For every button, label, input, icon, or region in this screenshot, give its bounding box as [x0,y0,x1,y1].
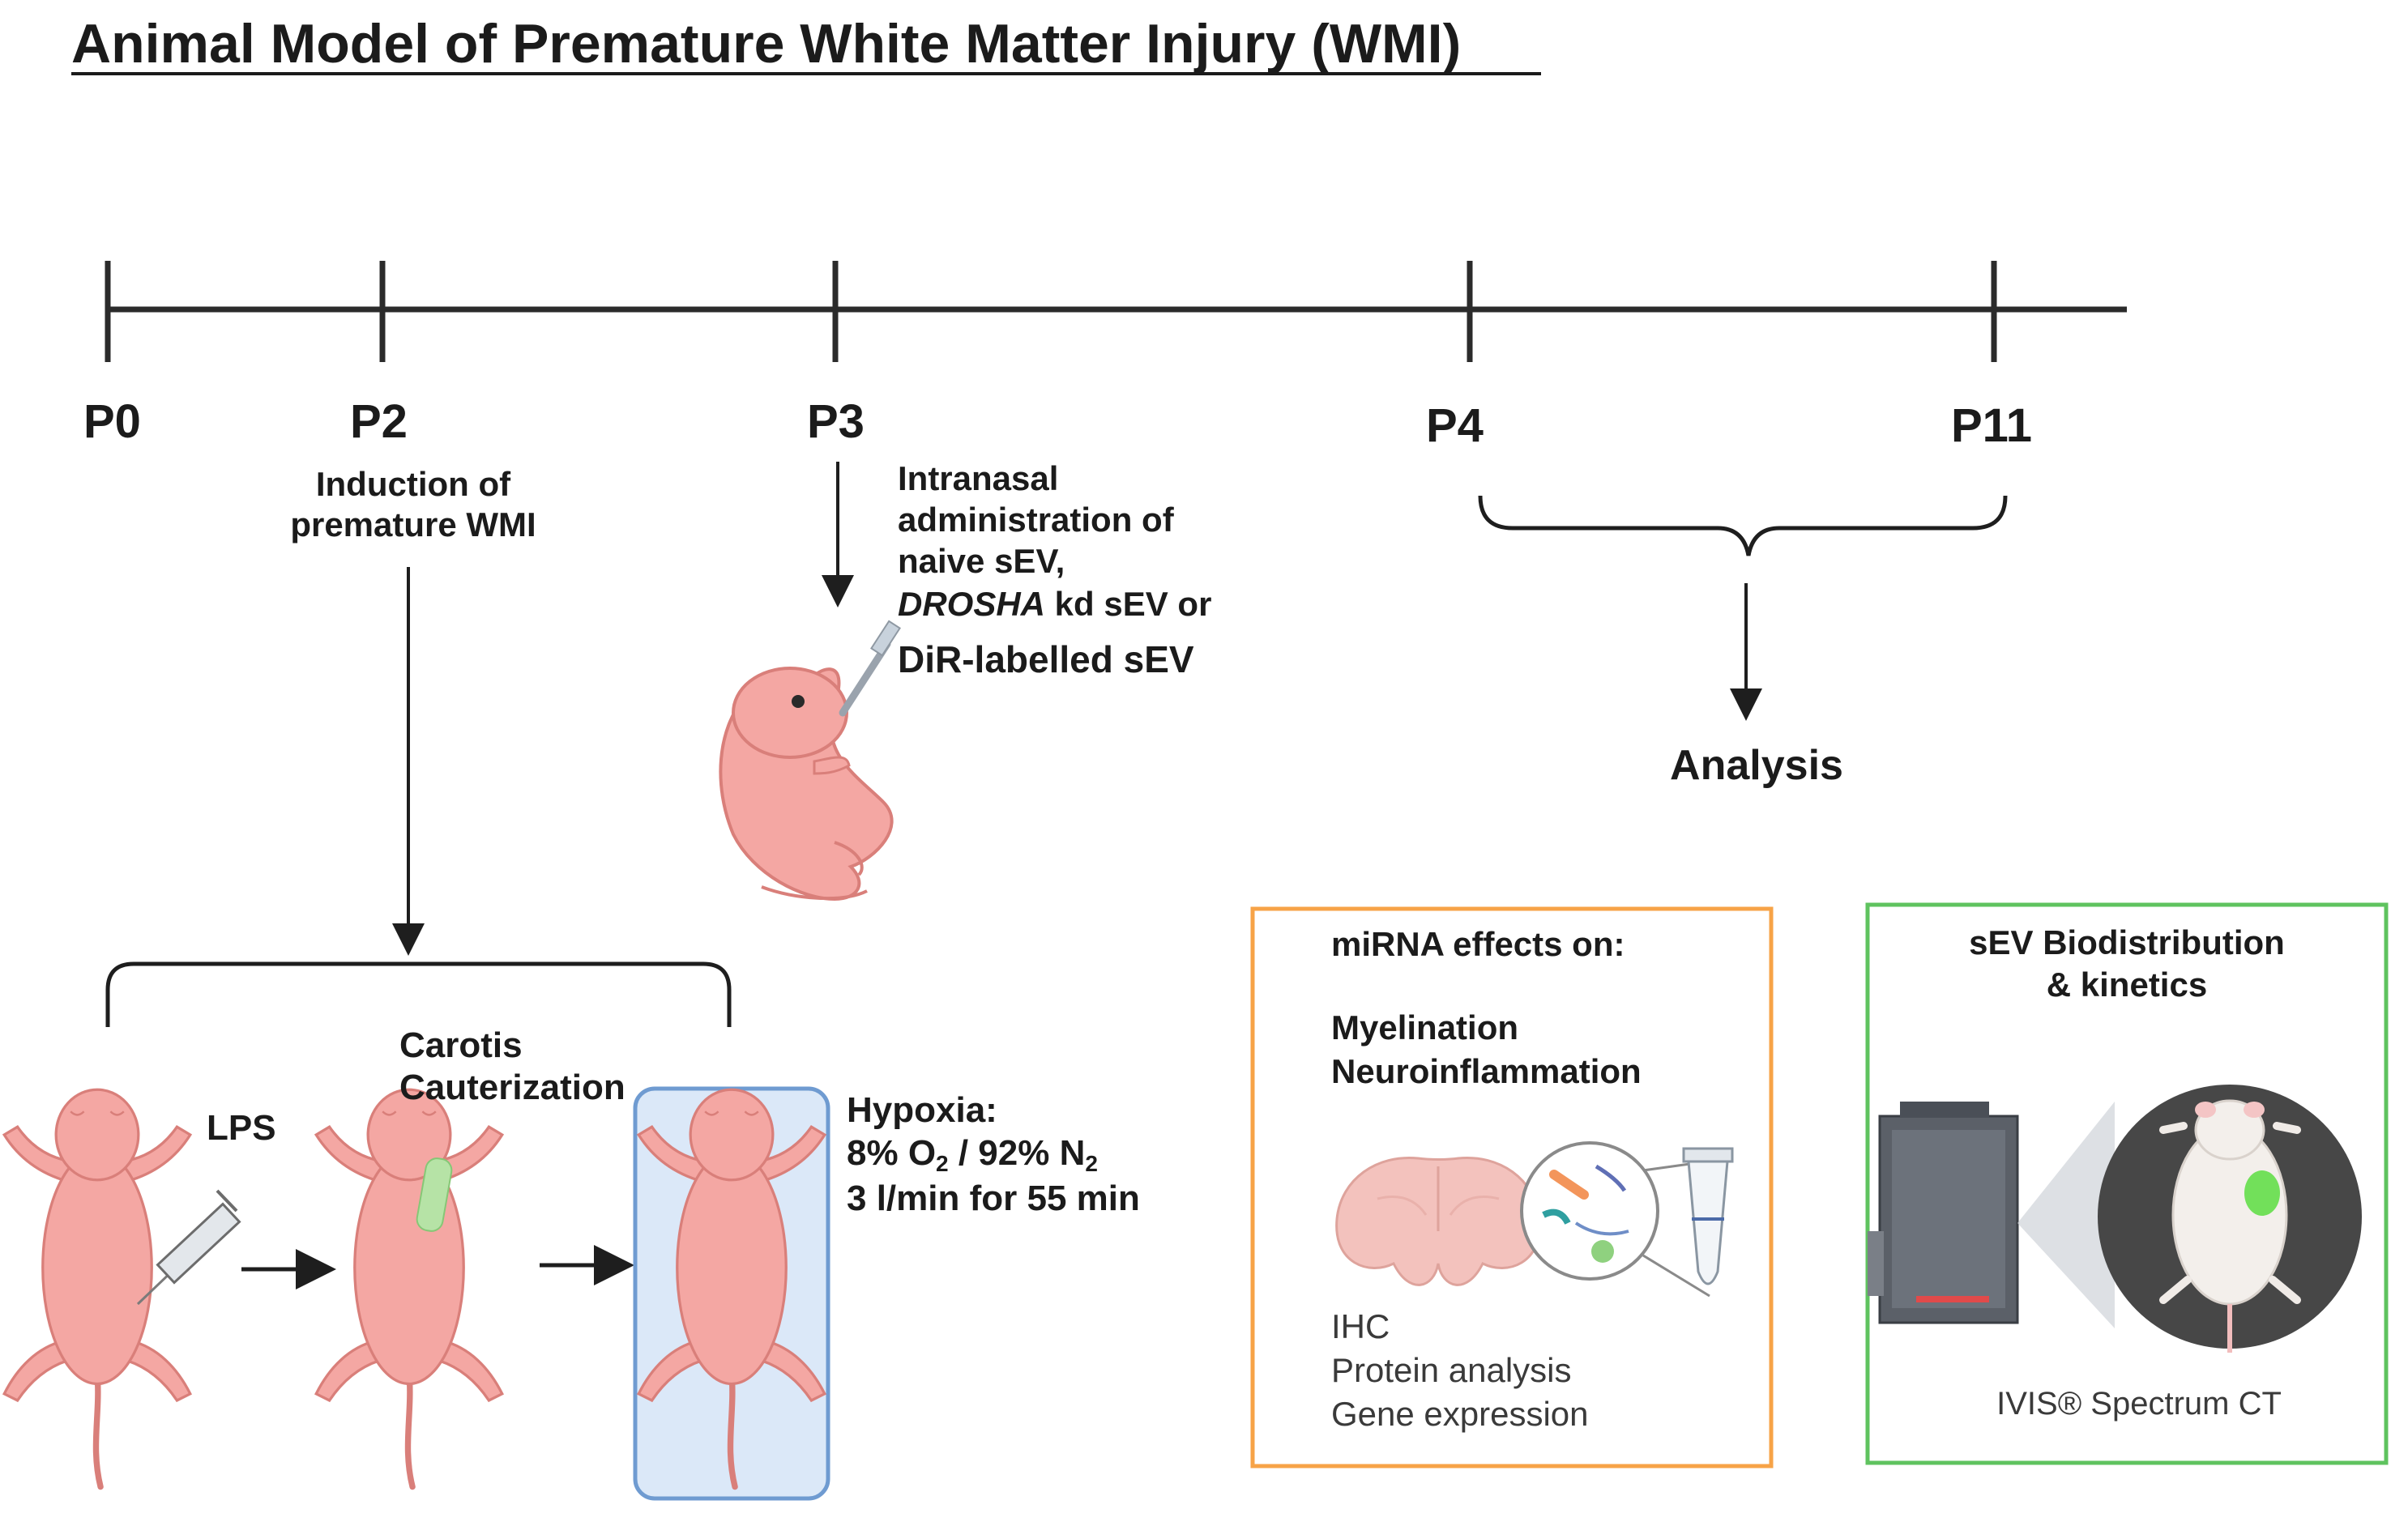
timeline-label-p2: P2 [350,395,408,448]
mirna-effect-myelination: Myelination [1331,1008,1518,1046]
hypoxia-o2-sub: 2 [936,1151,949,1176]
p3-note-line4: DROSHA kd sEV or [898,585,1211,623]
timeline-label-p4: P4 [1426,399,1484,452]
p3-note: Intranasal administration of naive sEV, … [898,459,1211,680]
p3-note-line2: administration of [898,501,1175,539]
brain-section-icon [1335,1156,1541,1286]
carotis-label-line2: Cauterization [399,1068,625,1107]
magnified-mirna-icon [1520,1141,1710,1298]
timeline-label-p11: P11 [1951,399,2032,452]
sev-heading-line2: & kinetics [2047,965,2207,1004]
mirna-box: miRNA effects on: Myelination Neuroinfla… [1250,906,1774,1468]
imaged-mouse-icon [2159,1099,2301,1353]
intranasal-pup-illustration [719,620,901,902]
page-title: Animal Model of Premature White Matter I… [71,13,1461,75]
ivis-imager-icon [1868,1102,2019,1324]
mirna-heading: miRNA effects on: [1331,925,1625,963]
mirna-method-ihc: IHC [1331,1307,1390,1345]
carotis-label-line1: Carotis [399,1025,523,1065]
hypoxia-n2: / 92% N [949,1133,1086,1173]
carotis-pup-illustration [316,1089,502,1486]
sev-box: sEV Biodistribution & kinetics IVIS® Spe… [1865,902,2389,1465]
timeline-label-p0: P0 [83,395,141,448]
hypoxia-o2: 8% O [847,1133,936,1173]
p3-note-line4-rest: kd sEV or [1045,585,1211,623]
hypoxia-label-line1: Hypoxia: [847,1090,997,1130]
mirna-effect-neuroinflammation: Neuroinflammation [1331,1052,1642,1090]
bandage-icon [416,1157,453,1232]
p2-note-line1: Induction of [316,465,511,503]
p3-note-line5: DiR-labelled sEV [898,638,1194,680]
timeline-label-p3: P3 [807,395,865,448]
p2-note-line2: premature WMI [290,505,536,543]
imager-field-of-view [2017,1102,2115,1328]
hypoxia-label-line3: 3 l/min for 55 min [847,1179,1140,1218]
p3-note-drosha: DROSHA [898,585,1045,623]
syringe-icon [136,1189,241,1306]
sev-heading-line1: sEV Biodistribution [1969,923,2285,961]
lps-label: LPS [207,1108,276,1148]
eppendorf-tube-icon [1682,1147,1734,1285]
analysis-label: Analysis [1670,742,1843,789]
lps-pup-illustration [4,1089,241,1486]
hypoxia-label-line2: 8% O2 / 92% N2 [847,1133,1098,1176]
timeline: P0 P2 P3 P4 P11 [83,261,2127,452]
analysis-brace [1478,495,2008,556]
p3-note-line1: Intranasal [898,459,1058,497]
mirna-method-protein: Protein analysis [1331,1351,1571,1389]
fluorescence-signal-icon [2244,1170,2280,1216]
mirna-method-gene: Gene expression [1331,1395,1589,1433]
sev-device-label: IVIS® Spectrum CT [1996,1386,2282,1422]
steps-bracket [105,961,732,1027]
p3-note-line3: naive sEV, [898,542,1065,580]
hypoxia-n2-sub: 2 [1085,1151,1098,1176]
